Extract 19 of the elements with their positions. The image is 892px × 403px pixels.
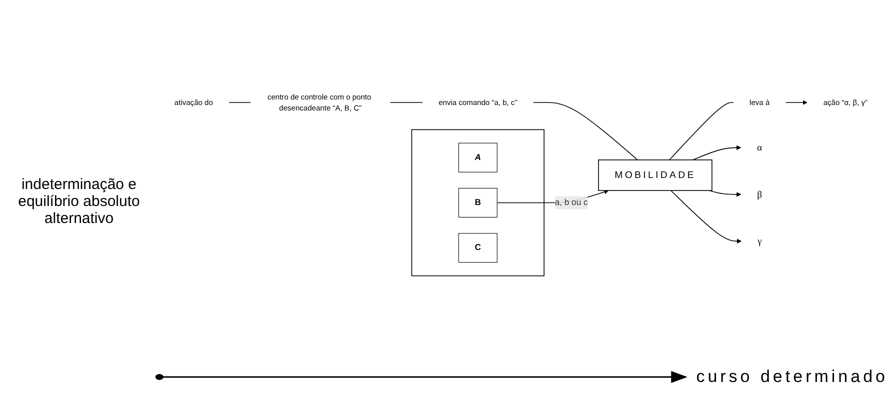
- edge-label: a, b ou c: [554, 198, 588, 208]
- arrow: [785, 100, 808, 105]
- node-box: A: [458, 142, 498, 172]
- node-box: MOBILIDADE: [598, 159, 712, 191]
- connector: [669, 102, 734, 160]
- node-box: B: [458, 188, 498, 218]
- node-text: β: [757, 188, 762, 200]
- axis-label: curso determinado: [696, 367, 888, 387]
- arrow: [692, 145, 742, 160]
- node-text: γ: [757, 236, 762, 246]
- connector: [390, 102, 423, 103]
- connector: [228, 102, 251, 103]
- node-text: α: [757, 142, 762, 153]
- arrow: [670, 190, 742, 244]
- arrow: [708, 190, 742, 197]
- connector: [532, 102, 638, 160]
- cluster: [411, 129, 544, 276]
- brace-label: indeterminação e equilíbrio absoluto alternativo: [17, 176, 141, 227]
- node-box: C: [458, 233, 498, 263]
